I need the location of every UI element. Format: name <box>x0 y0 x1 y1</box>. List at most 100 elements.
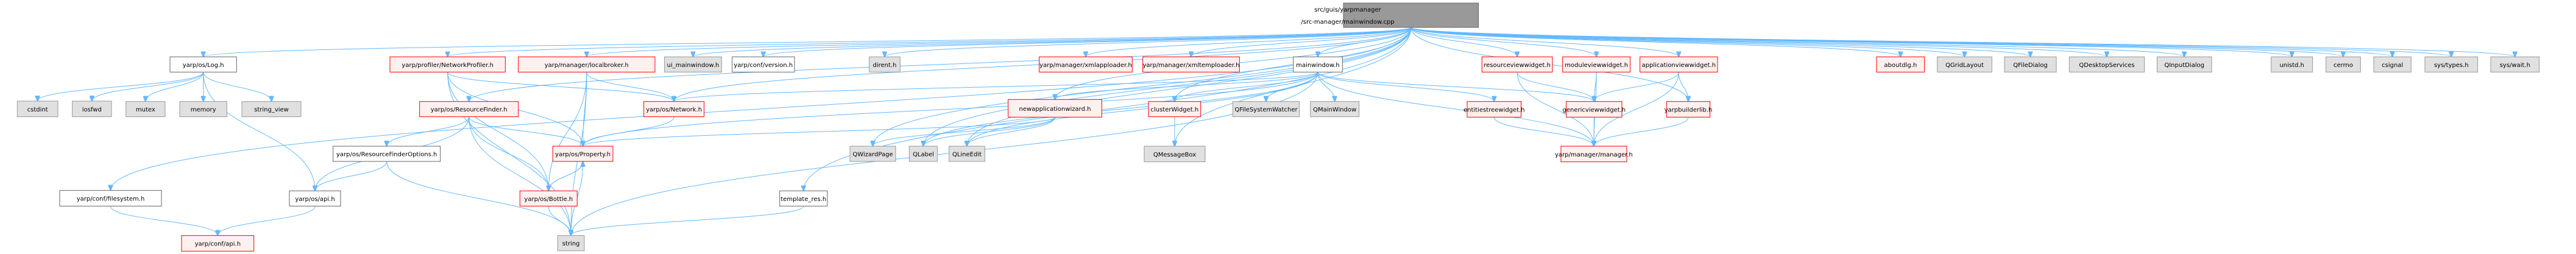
node-systypes: sys/types.h <box>2424 56 2479 72</box>
node-bottle[interactable]: yarp/os/Bottle.h <box>519 190 578 206</box>
node-box-template_res <box>779 190 828 206</box>
edge-mainwindowh-to-manager <box>1317 72 1594 146</box>
node-label-conffs: yarp/conf/filesystem.h <box>77 196 145 203</box>
node-netprof[interactable]: yarp/profiler/NetworkProfiler.h <box>389 56 506 72</box>
edge-root-to-appview <box>1410 27 1679 57</box>
node-qmainwindow: QMainWindow <box>1310 101 1360 118</box>
node-label-root: src/guis/yarpmanager <box>1314 7 1381 13</box>
node-confapi[interactable]: yarp/conf/api.h <box>181 235 255 252</box>
node-box-qfiledialog <box>2004 56 2057 72</box>
edge-resfinderopt-to-osapi <box>315 161 387 191</box>
node-box-localbroker <box>518 56 656 72</box>
node-box-syswait <box>2490 56 2540 72</box>
node-label-mutex: mutex <box>136 107 155 113</box>
node-root[interactable]: src/guis/yarpmanager/src-manager/mainwin… <box>1301 2 1479 28</box>
edge-root-to-csignal <box>1410 27 2393 57</box>
node-network[interactable]: yarp/os/Network.h <box>643 101 705 118</box>
node-cstdint: cstdint <box>16 101 58 118</box>
node-label-network: yarp/os/Network.h <box>646 107 702 113</box>
node-box-log <box>169 56 237 72</box>
node-resourceview[interactable]: resourceviewwidget.h <box>1481 56 1553 72</box>
edge-bottle-to-string <box>548 206 571 235</box>
node-entitiestree[interactable]: entitiestreewidget.h <box>1463 101 1525 118</box>
node-moduleview[interactable]: moduleviewwidget.h <box>1562 56 1631 72</box>
node-label-genericview: genericviewwidget.h <box>1563 107 1626 114</box>
edge-template_res-to-string <box>571 205 804 235</box>
edge-root-to-syswait <box>1410 27 2515 57</box>
node-genericview[interactable]: genericviewwidget.h <box>1563 101 1626 118</box>
edge-log-to-osapi <box>203 72 315 191</box>
node-label-systypes: sys/types.h <box>2434 62 2469 69</box>
node-csignal: csignal <box>2373 56 2411 72</box>
node-xmlapploader[interactable]: yarp/manager/xmlapploader.h <box>1039 56 1133 72</box>
node-label-clusterwidget: clusterWidget.h <box>1150 107 1198 113</box>
node-box-network <box>643 101 705 118</box>
node-box-dirent <box>869 56 901 72</box>
node-appview[interactable]: applicationviewwidget.h <box>1640 56 1718 72</box>
edge-appview-to-genericview <box>1594 72 1679 101</box>
node-label-syswait: sys/wait.h <box>2500 62 2530 69</box>
node-version[interactable]: yarp/conf/version.h <box>732 56 795 72</box>
node-aboutdlg[interactable]: aboutdlg.h <box>1876 56 1925 72</box>
node-manager[interactable]: yarp/manager/manager.h <box>1555 146 1633 163</box>
node-template_res[interactable]: template_res.h <box>779 190 828 206</box>
node-box-qinputdialog <box>2156 56 2212 72</box>
node-box-moduleview <box>1562 56 1631 72</box>
node-label-property: yarp/os/Property.h <box>555 152 610 158</box>
node-qfiledialog: QFileDialog <box>2004 56 2057 72</box>
node-resfinder[interactable]: yarp/os/ResourceFinder.h <box>419 101 519 118</box>
node-conffs[interactable]: yarp/conf/filesystem.h <box>59 190 162 206</box>
node-label-qfsw: QFileSystemWatcher <box>1234 107 1298 113</box>
node-builderlib[interactable]: yarpbuilderlib.h <box>1665 101 1713 118</box>
edge-resourceview-to-manager <box>1516 72 1594 146</box>
node-box-qlineedit <box>949 146 985 162</box>
node-newappwizard[interactable]: newapplicationwizard.h <box>1008 99 1102 118</box>
node-mainwindowh[interactable]: mainwindow.h <box>1293 56 1343 72</box>
node-xmltemploader[interactable]: yarp/manager/xmltemploader.h <box>1142 56 1240 72</box>
node-label-netprof: yarp/profiler/NetworkProfiler.h <box>402 62 494 69</box>
node-syswait: sys/wait.h <box>2490 56 2540 72</box>
node-label-qgridlayout: QGridLayout <box>1945 62 1984 69</box>
node-label-xmlapploader: yarp/manager/xmlapploader.h <box>1039 62 1132 69</box>
edge-bottle-to-property <box>548 161 582 191</box>
edge-mainwindowh-to-qlineedit <box>967 72 1318 146</box>
edge-netprof-to-network <box>447 72 674 101</box>
node-box-qlabel <box>908 146 938 162</box>
node-osapi[interactable]: yarp/os/api.h <box>289 190 341 206</box>
edge-resfinder-to-bottle <box>469 116 549 191</box>
edge-mainwindowh-to-qlabel <box>924 72 1318 146</box>
node-label-resfinder: yarp/os/ResourceFinder.h <box>431 107 508 113</box>
node-box-builderlib <box>1666 101 1711 118</box>
node-qwizardpage: QWizardPage <box>849 146 896 162</box>
node-log[interactable]: yarp/os/Log.h <box>169 56 237 72</box>
node-label-resourceview: resourceviewwidget.h <box>1484 62 1551 69</box>
node-box-osapi <box>289 190 341 206</box>
node-box-ui_mainwindow <box>664 56 722 72</box>
node-box-qfsw <box>1232 101 1300 118</box>
edge-root-to-qgridlayout <box>1410 27 1965 57</box>
node-box-newappwizard <box>1008 99 1102 118</box>
node-property[interactable]: yarp/os/Property.h <box>552 146 614 162</box>
node-localbroker[interactable]: yarp/manager/localbroker.h <box>518 56 656 72</box>
node-clusterwidget[interactable]: clusterWidget.h <box>1148 101 1201 118</box>
node-box-manager <box>1560 146 1627 163</box>
node-label-localbroker: yarp/manager/localbroker.h <box>545 62 629 69</box>
node-box-resfinder <box>419 101 519 118</box>
edge-mainwindowh-to-newappwizard <box>1055 71 1318 99</box>
edge-root-to-version <box>763 27 1412 57</box>
node-label-bottle: yarp/os/Bottle.h <box>524 196 573 203</box>
node-qmessagebox: QMessageBox <box>1144 146 1206 163</box>
node-label-qwizardpage: QWizardPage <box>852 152 893 158</box>
node-box-clusterwidget <box>1148 101 1201 118</box>
node-box-qmessagebox <box>1144 146 1206 163</box>
node-box-string_view <box>241 101 302 118</box>
node-box-property <box>552 146 614 162</box>
node-label-qlineedit: QLineEdit <box>952 152 982 158</box>
edge-resourceview-to-genericview <box>1516 72 1594 101</box>
edge-root-to-dirent <box>885 27 1412 57</box>
node-resfinderopt[interactable]: yarp/os/ResourceFinderOptions.h <box>333 146 441 162</box>
node-qlineedit: QLineEdit <box>949 146 985 162</box>
node-box-mainwindowh <box>1293 56 1343 72</box>
edge-root-to-xmltemploader <box>1191 27 1412 57</box>
